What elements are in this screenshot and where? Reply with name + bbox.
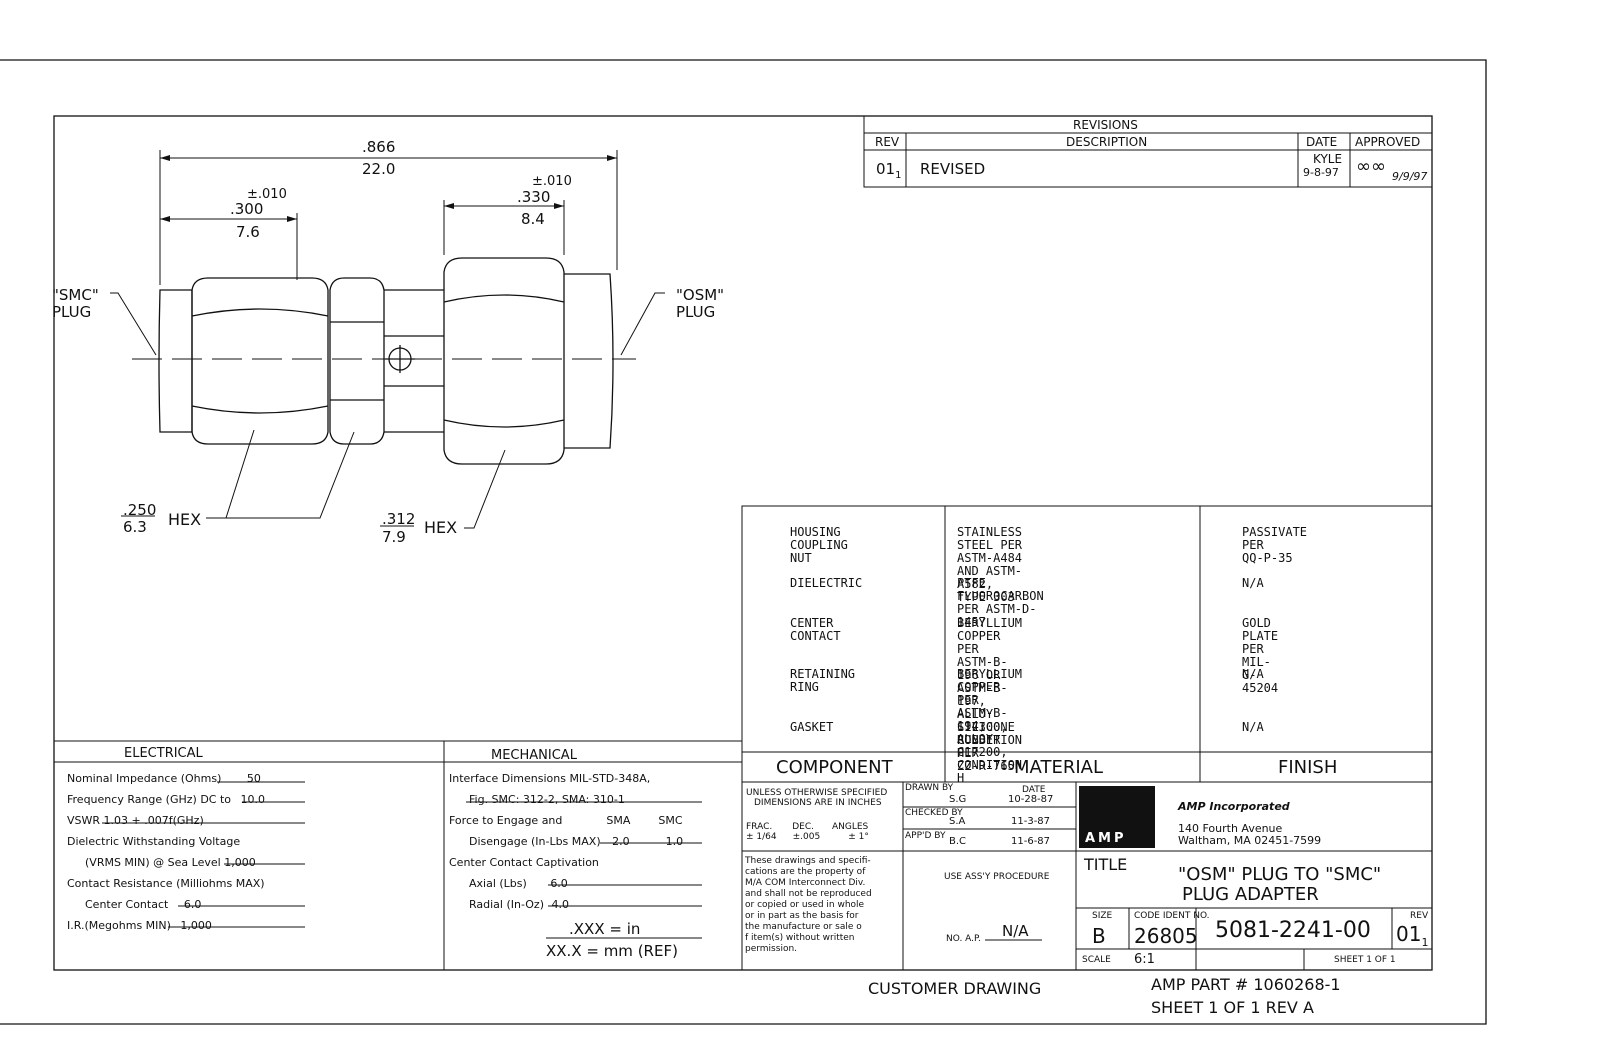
left-dim-tol: ±.010: [247, 187, 287, 202]
checked-date: 11-3-87: [1011, 816, 1051, 827]
size-label: SIZE: [1092, 911, 1113, 921]
approver-signature-icon: ∞∞: [1356, 156, 1386, 177]
smc-label-plug: PLUG: [52, 303, 92, 321]
hex1-inch: .250: [123, 501, 157, 519]
component-cell: CENTER CONTACT: [790, 616, 841, 643]
osm-label-plug: PLUG: [676, 303, 716, 321]
date-col-header: DATE: [1306, 135, 1338, 149]
rev-row-number: 011: [876, 160, 902, 181]
title-line-2: PLUG ADAPTER: [1182, 884, 1319, 905]
code-ident-label: CODE IDENT NO.: [1134, 911, 1210, 921]
hex2-label: HEX: [424, 518, 458, 537]
checked-by: S.A: [949, 816, 966, 827]
nap-value: N/A: [1002, 922, 1029, 940]
drawn-date: 10-28-87: [1008, 794, 1054, 805]
units-mm: XX.X = mm (REF): [546, 942, 678, 960]
rev-col-header: REV: [875, 135, 900, 149]
rev-row-approved-date: 9/9/97: [1392, 170, 1428, 183]
scale-label: SCALE: [1082, 955, 1111, 965]
material-header: MATERIAL: [1014, 757, 1103, 778]
left-dim-inch: .300: [230, 200, 264, 218]
company-address-2: Waltham, MA 02451-7599: [1178, 834, 1322, 847]
osm-label: "OSM": [676, 286, 725, 304]
company-name: AMP Incorporated: [1178, 800, 1290, 813]
tolerance-note: UNLESS OTHERWISE SPECIFIED DIMENSIONS AR…: [746, 788, 888, 808]
rev-row-date: 9-8-97: [1303, 166, 1339, 179]
amp-logo: AMP: [1079, 786, 1155, 848]
description-col-header: DESCRIPTION: [1066, 135, 1148, 149]
tolerance-values: FRAC.DEC.ANGLES ± 1/64±.005± 1°: [746, 822, 869, 842]
right-dim-tol: ±.010: [532, 174, 572, 189]
component-header: COMPONENT: [776, 757, 893, 778]
component-cell: DIELECTRIC: [790, 576, 863, 590]
date-label: DATE: [1022, 785, 1046, 795]
finish-cell: N/A: [1242, 667, 1264, 681]
appd-by: B.C: [949, 836, 967, 847]
amp-part-number: AMP PART # 1060268-1: [1151, 975, 1341, 994]
finish-cell: N/A: [1242, 576, 1264, 590]
title-label: TITLE: [1084, 855, 1128, 874]
nap-label: NO. A.P.: [946, 934, 981, 944]
proprietary-notice: These drawings and specifi- cations are …: [745, 856, 872, 954]
checked-by-label: CHECKED BY: [905, 808, 963, 818]
units-inch: .XXX = in: [569, 920, 641, 938]
finish-header: FINISH: [1278, 757, 1338, 778]
electrical-specs: Nominal Impedance (Ohms) 50 Frequency Ra…: [67, 772, 266, 932]
rev-row-name: KYLE: [1313, 152, 1343, 166]
hex1-label: HEX: [168, 510, 202, 529]
appd-by-label: APP'D BY: [905, 831, 946, 841]
customer-drawing-label: CUSTOMER DRAWING: [868, 979, 1042, 998]
procedure-note: USE ASS'Y PROCEDURE: [944, 872, 1050, 882]
component-cell: RETAINING RING: [790, 667, 856, 694]
electrical-title: ELECTRICAL: [124, 746, 203, 761]
right-dim-inch: .330: [517, 188, 551, 206]
title-line-1: "OSM" PLUG TO "SMC": [1178, 864, 1382, 885]
appd-date: 11-6-87: [1011, 836, 1051, 847]
mechanical-specs: Interface Dimensions MIL-STD-348A, Fig. …: [449, 772, 684, 911]
drawn-by: S.G: [949, 794, 967, 805]
overall-dim-mm: 22.0: [362, 160, 396, 178]
size-value: B: [1092, 924, 1106, 948]
sheet-value: SHEET 1 OF 1: [1334, 955, 1396, 965]
rev-row-description: REVISED: [920, 160, 986, 178]
right-dim-mm: 8.4: [521, 210, 545, 228]
code-ident-value: 26805: [1134, 924, 1198, 948]
scale-value: 6:1: [1134, 952, 1155, 967]
approved-col-header: APPROVED: [1355, 135, 1421, 149]
component-cell: GASKET: [790, 720, 834, 734]
drawn-by-label: DRAWN BY: [905, 783, 954, 793]
finish-cell: N/A: [1242, 720, 1264, 734]
smc-label: "SMC": [52, 286, 99, 304]
company-address-1: 140 Fourth Avenue: [1178, 822, 1283, 835]
revisions-title: REVISIONS: [1073, 118, 1138, 132]
sheet-rev-footer: SHEET 1 OF 1 REV A: [1151, 998, 1314, 1017]
hex2-mm: 7.9: [382, 528, 406, 546]
rev-value: 011: [1396, 922, 1429, 949]
overall-dim-inch: .866: [362, 138, 396, 156]
left-dim-mm: 7.6: [236, 223, 260, 241]
mechanical-title: MECHANICAL: [491, 748, 577, 763]
rev-label: REV: [1410, 911, 1429, 921]
hex2-inch: .312: [382, 510, 416, 528]
hex1-mm: 6.3: [123, 518, 147, 536]
drawing-number: 5081-2241-00: [1215, 918, 1371, 943]
